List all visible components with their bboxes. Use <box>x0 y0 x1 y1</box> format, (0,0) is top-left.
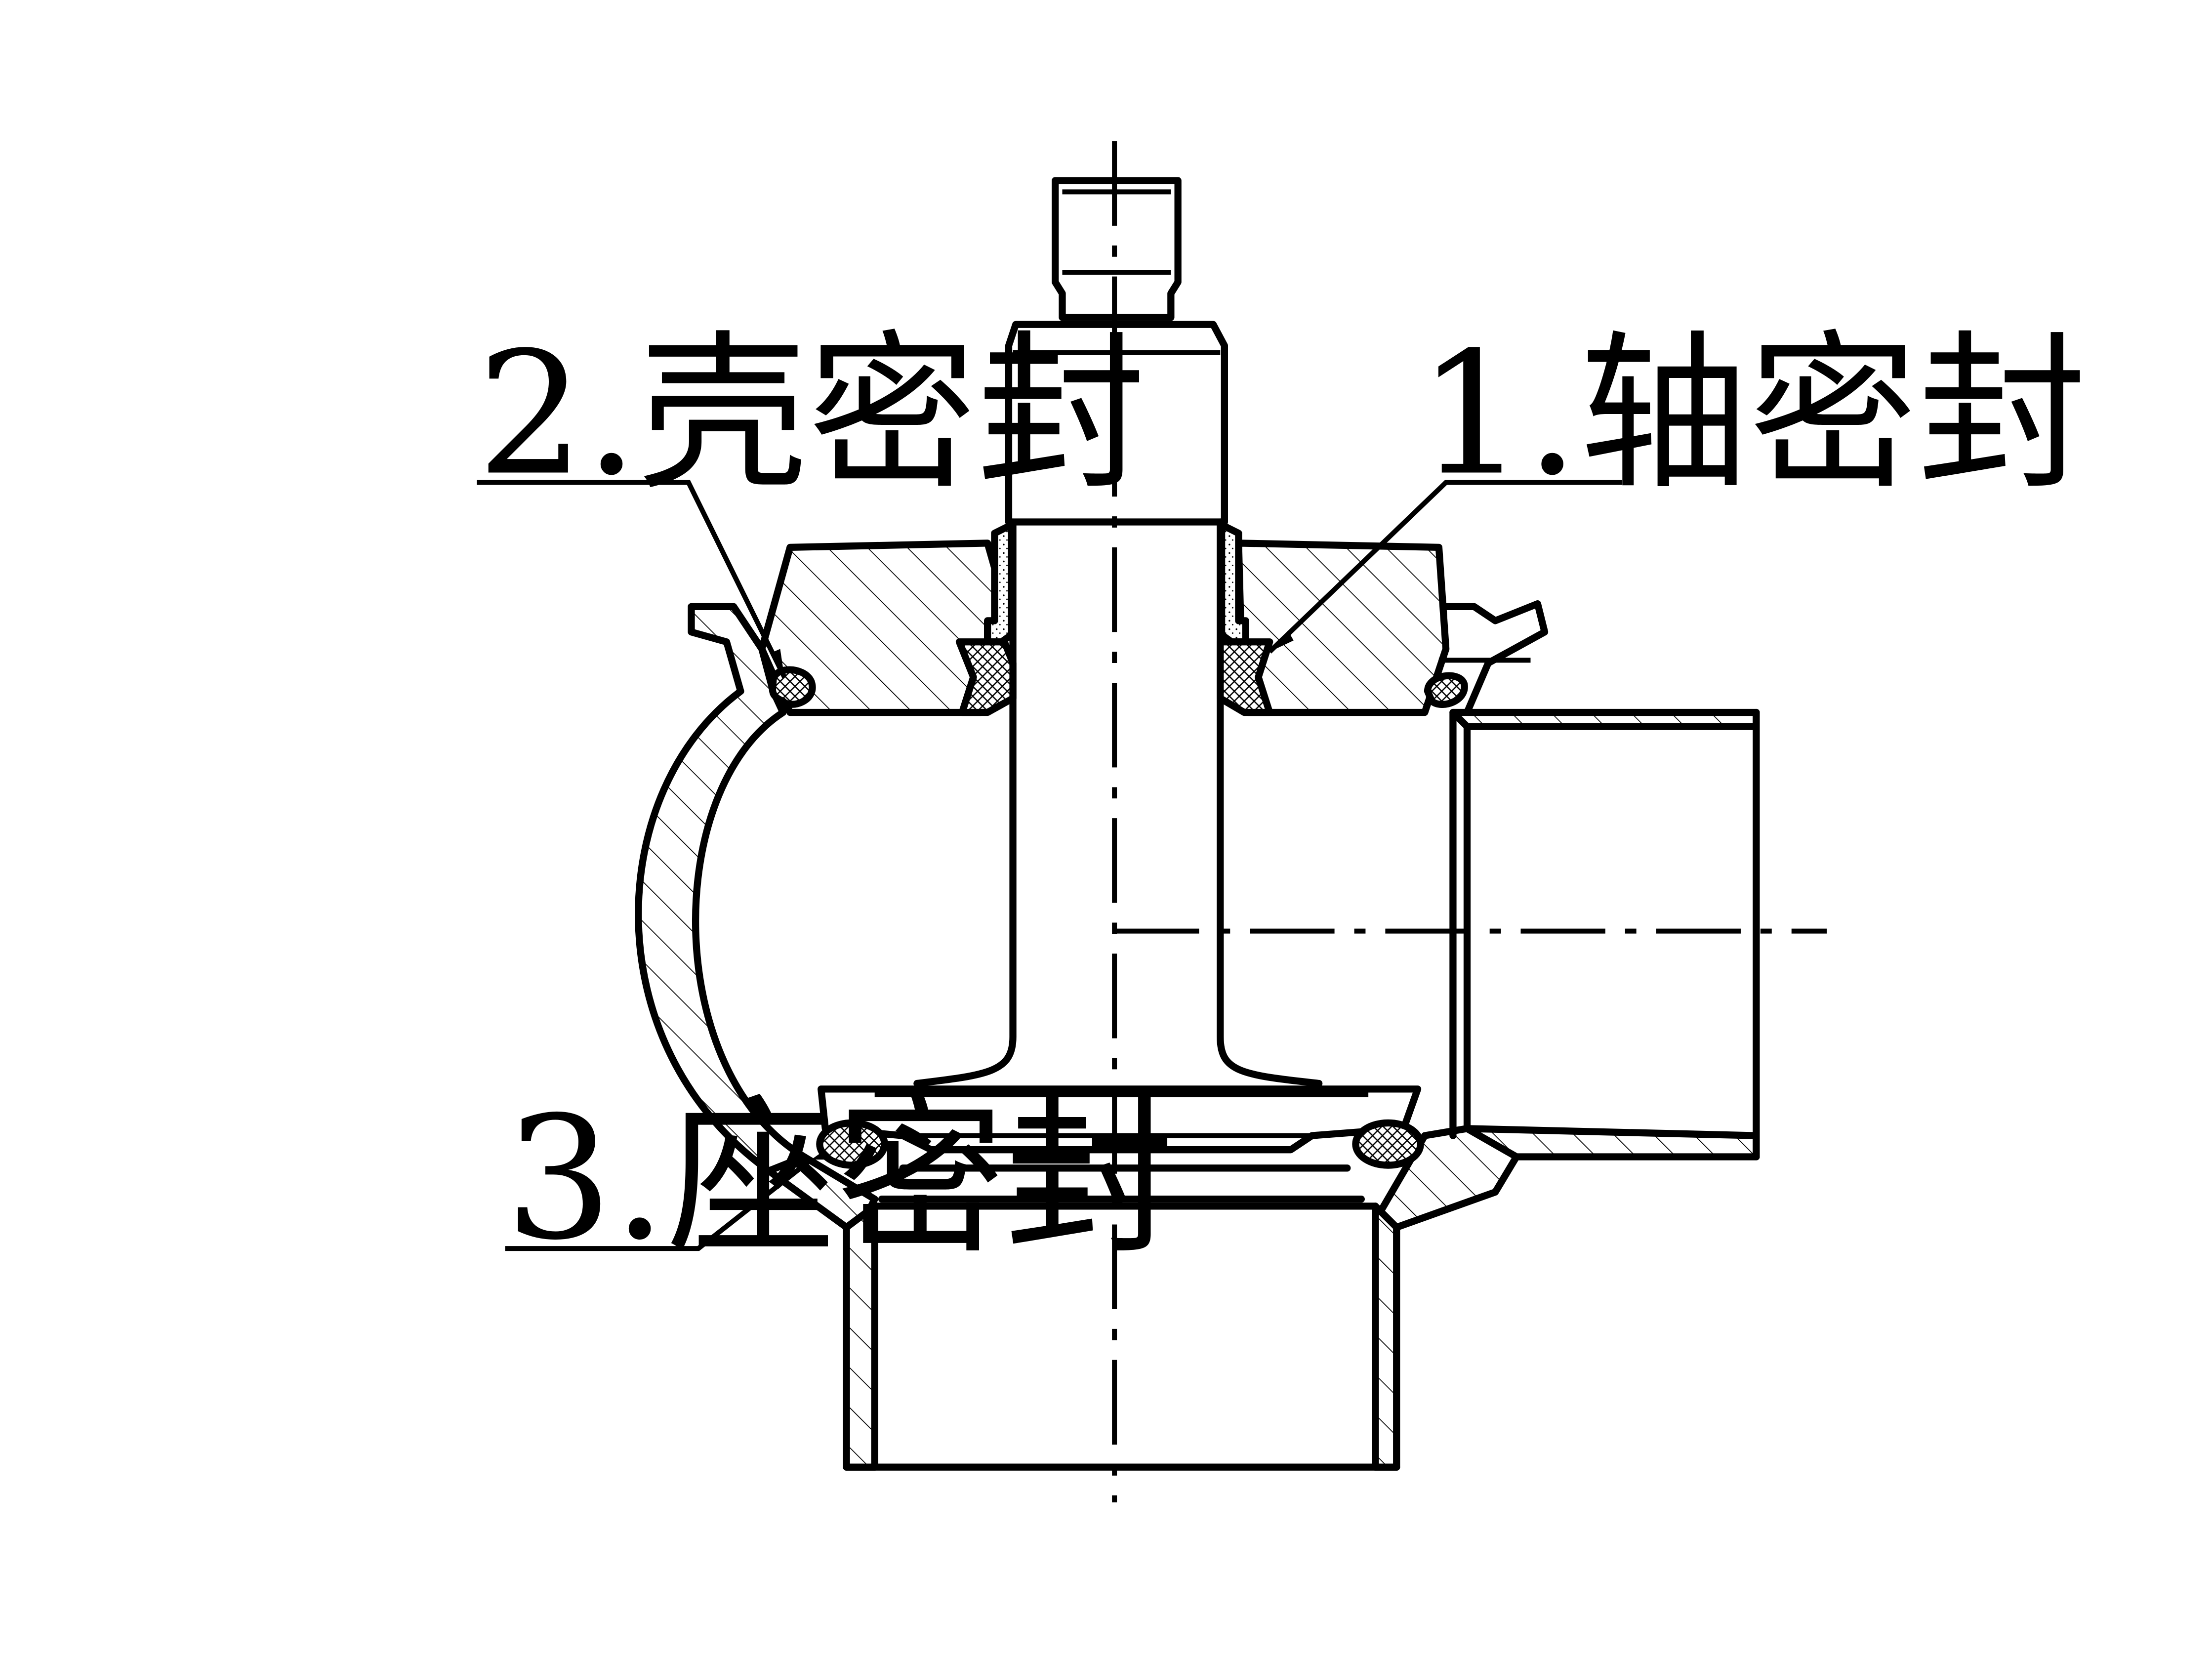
seat-seals <box>816 1119 1424 1169</box>
top-flange <box>758 539 1450 716</box>
shaft-o-rings <box>955 638 1273 716</box>
shaft-seal-label: 1.轴密封 <box>1418 316 2087 513</box>
side-outlet-pipe <box>1449 708 1760 1161</box>
leader-lines <box>477 480 1623 1251</box>
seat-seal-label: 3.座密封 <box>505 1080 1175 1277</box>
bottom-outlet-pipe <box>843 1203 1400 1471</box>
housing-seals <box>769 666 1468 708</box>
housing-seal-label: 2.壳密封 <box>477 316 1146 513</box>
right-clamp-ferrule <box>1438 600 1549 716</box>
valve-disc <box>818 1085 1422 1203</box>
callout-labels: 1.轴密封 2.壳密封 3.座密封 <box>477 316 2087 1278</box>
centerlines <box>1112 141 1827 1503</box>
